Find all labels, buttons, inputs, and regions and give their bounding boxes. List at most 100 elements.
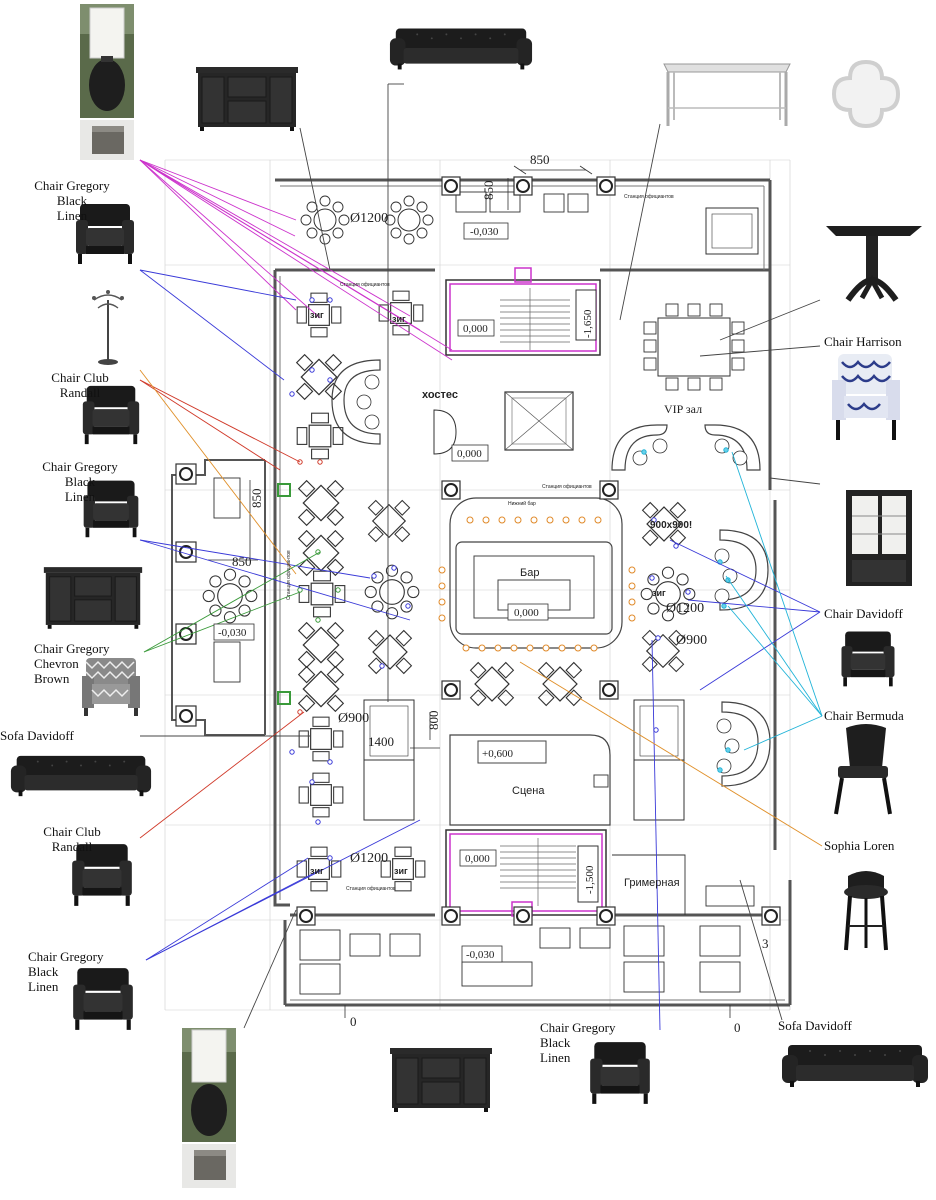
dim-900-left: Ø900: [338, 711, 369, 726]
diamond-table-icon: [296, 354, 342, 400]
column-icon: [761, 906, 781, 926]
level-bottom-030: -0,030: [466, 949, 495, 961]
room-hostess: хостес: [422, 389, 458, 401]
chair-markers: [289, 297, 731, 861]
diamond-table-icon: [537, 661, 583, 707]
column-icon: [513, 176, 533, 196]
leader-lines: [139, 83, 823, 1031]
long-sofas: [363, 699, 685, 821]
lower-bar-label: Нижний бар: [508, 500, 536, 507]
dim-1400: 1400: [368, 734, 394, 749]
sofa-icon: [10, 755, 152, 797]
column-icon: [599, 480, 619, 500]
dim-0-left: 0: [350, 1014, 357, 1029]
label-chair-davidoff: Chair Davidoff: [824, 606, 903, 621]
dim-1200-bottom: Ø1200: [350, 851, 388, 866]
vip-table: [643, 303, 745, 391]
label-chair-club-randall-2: Chair Club Randall: [43, 824, 101, 854]
label-chair-harrison: Chair Harrison: [824, 334, 902, 349]
patterned-armchair-icon: [82, 658, 140, 716]
square-table-icon: [298, 772, 344, 818]
diamond-table-icon: [298, 530, 344, 576]
table-lamp-icon: [80, 4, 134, 118]
column-icon: [441, 176, 461, 196]
room-dressing: Гримерная: [624, 877, 680, 889]
column-icon: [599, 680, 619, 700]
dim-850-top-vertical: 850: [481, 181, 496, 201]
label-chair-gregory-black-3: Chair Gregory Black Linen: [28, 949, 104, 994]
stair-bottom: [445, 829, 607, 917]
dimension-lines: [208, 165, 731, 1018]
pedestal-table-icon: [826, 226, 922, 302]
room-bar: Бар: [520, 567, 539, 579]
label-sofa-davidoff-2: Sofa Davidoff: [778, 1018, 852, 1033]
dim-800: 800: [426, 711, 441, 731]
column-icon: [296, 906, 316, 926]
green-columns: [277, 483, 291, 705]
column-icon: [596, 906, 616, 926]
room-stage: Сцена: [512, 785, 545, 797]
room-vip: VIP зал: [664, 402, 702, 416]
top-tables: [455, 191, 589, 213]
dim-850-top: 850: [530, 152, 550, 167]
booth-chairs: [356, 374, 748, 774]
label-chair-club-randall-1: Chair Club Randall: [51, 370, 109, 400]
bar-stools: [438, 516, 636, 652]
round-table-icon: [300, 195, 350, 245]
stair-top: [445, 267, 601, 356]
label-chair-gregory-black-1: Chair Gregory Black Linen: [34, 178, 110, 223]
sofa-icon: [389, 28, 533, 70]
waiter-station-2: Станция официантов: [624, 194, 674, 200]
diamond-table-icon: [469, 661, 515, 707]
level-1650: -1,650: [582, 309, 594, 338]
sofa-icon: [782, 1045, 928, 1087]
level-lift: 0,000: [457, 448, 482, 460]
grid-lines: [164, 159, 791, 1011]
left-annex: [171, 459, 266, 736]
display-cabinet-icon: [846, 490, 912, 586]
zig-label-5: зиг: [394, 866, 408, 876]
diamond-table-icon: [298, 666, 344, 712]
dim-900-right: Ø900: [676, 633, 707, 648]
zig-label-4: зиг: [310, 866, 324, 876]
dim-3: 3: [762, 936, 769, 951]
square-table-icon: [298, 716, 344, 762]
dim-850-left: 850: [232, 554, 252, 569]
level-stage: +0,600: [482, 748, 513, 760]
dim-850-left-vertical: 850: [249, 489, 264, 509]
mirror-icon: [831, 59, 901, 129]
round-table-icon: [364, 564, 420, 620]
column-icon: [596, 176, 616, 196]
dim-900x900: 900x900!: [650, 520, 692, 531]
bottom-tables: [299, 854, 755, 995]
sideboard-icon: [43, 566, 143, 630]
diamond-table-icon: [367, 629, 413, 675]
sideboard-icon: [195, 66, 299, 132]
level-stair-bottom: 0,000: [465, 853, 490, 865]
level-1500: -1,500: [584, 865, 596, 894]
diamond-table-icon: [367, 499, 411, 543]
dining-chair-icon: [834, 724, 892, 815]
round-table-icon: [202, 568, 258, 624]
annex-columns: [175, 463, 197, 727]
lift-shaft: [504, 391, 574, 451]
booths: [331, 359, 771, 787]
annex-tables: [213, 477, 241, 683]
level-left-030: -0,030: [218, 627, 247, 639]
label-chair-gregory-black-4: Chair Gregory Black Linen: [540, 1020, 616, 1065]
console-table-icon: [663, 63, 791, 126]
label-sophia-loren: Sophia Loren: [824, 838, 895, 853]
table-lamp-icon: [182, 1028, 236, 1142]
label-chair-bermuda: Chair Bermuda: [824, 708, 904, 723]
side-table-icon: [80, 120, 134, 160]
waiter-station-5: Станция официантов: [286, 550, 292, 600]
bar-stool-icon: [844, 871, 888, 951]
label-chair-gregory-chevron: Chair Gregory Chevron Brown: [34, 641, 110, 686]
column-icon: [441, 680, 461, 700]
dim-1200-mid: Ø1200: [666, 601, 704, 616]
level-bar: 0,000: [514, 607, 539, 619]
patterned-armchair-icon: [832, 354, 900, 440]
level-top-030: -0,030: [470, 226, 499, 238]
club-armchair-icon: [841, 631, 895, 687]
